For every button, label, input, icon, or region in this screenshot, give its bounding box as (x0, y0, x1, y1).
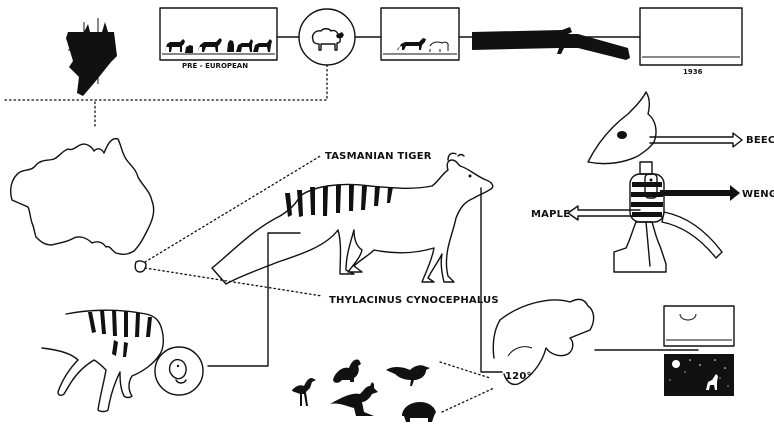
joey-circle (155, 347, 203, 395)
night-panel (664, 354, 734, 396)
bird-icon (386, 365, 430, 386)
extinct-1936-panel: 1936 (640, 8, 742, 76)
thylacine-silhouette (397, 38, 426, 50)
maple-label: MAPLE (531, 209, 570, 220)
thylacine-to-pouch-connector (208, 233, 300, 366)
tasmanian-tiger-label: TASMANIAN TIGER (325, 151, 432, 162)
head-to-jaw-connector (481, 188, 502, 372)
pouch-stripes (88, 310, 152, 357)
australia-map (11, 139, 154, 272)
gape-angle-label: 120° (505, 371, 532, 382)
year-label: 1936 (683, 68, 703, 76)
tasmania-island (135, 261, 146, 272)
wombat-icon (402, 402, 436, 422)
toy-body (630, 174, 664, 222)
toy-base (614, 222, 666, 272)
tasmania-to-label-connector-2 (145, 268, 322, 296)
sheep-outline (430, 42, 448, 52)
toy-head (588, 92, 656, 164)
sheep-circle (299, 9, 355, 65)
maple-arrow: MAPLE (531, 206, 640, 220)
sailing-ship-icon (66, 18, 117, 96)
toy-tail (662, 212, 722, 258)
animals-to-jaw-connector-2 (442, 388, 494, 412)
joey-embryo-icon (170, 360, 186, 383)
wooden-toy-drawing (588, 92, 722, 272)
predation-panel (381, 8, 459, 60)
scientific-name-label: THYLACINUS CYNOCEPHALUS (329, 295, 499, 306)
pouch-detail-drawing (42, 310, 163, 412)
thylacine-main-drawing (212, 153, 493, 284)
animals-to-jaw-connector-1 (440, 362, 490, 378)
timeline-to-ship-connector (4, 65, 327, 100)
beech-label: BEECH (746, 135, 774, 146)
animal-silhouettes (165, 38, 272, 53)
quoll-icon (333, 359, 361, 382)
competitor-animals (292, 359, 436, 422)
emu-icon (292, 378, 316, 406)
pre-european-label: PRE - EUROPEAN (182, 62, 248, 70)
sheep-icon (313, 29, 341, 50)
pre-european-panel: PRE - EUROPEAN (160, 8, 277, 70)
wenge-label: WENGE (742, 189, 774, 200)
kangaroo-icon (330, 382, 378, 416)
thylacine-stripes (285, 185, 393, 217)
tasmania-to-label-connector-1 (145, 155, 322, 262)
rifle-icon (472, 27, 630, 60)
beech-arrow: BEECH (650, 133, 774, 147)
wenge-arrow: WENGE (660, 185, 774, 201)
day-panel (664, 306, 734, 346)
jaw-gape-drawing: 120° (493, 299, 593, 384)
